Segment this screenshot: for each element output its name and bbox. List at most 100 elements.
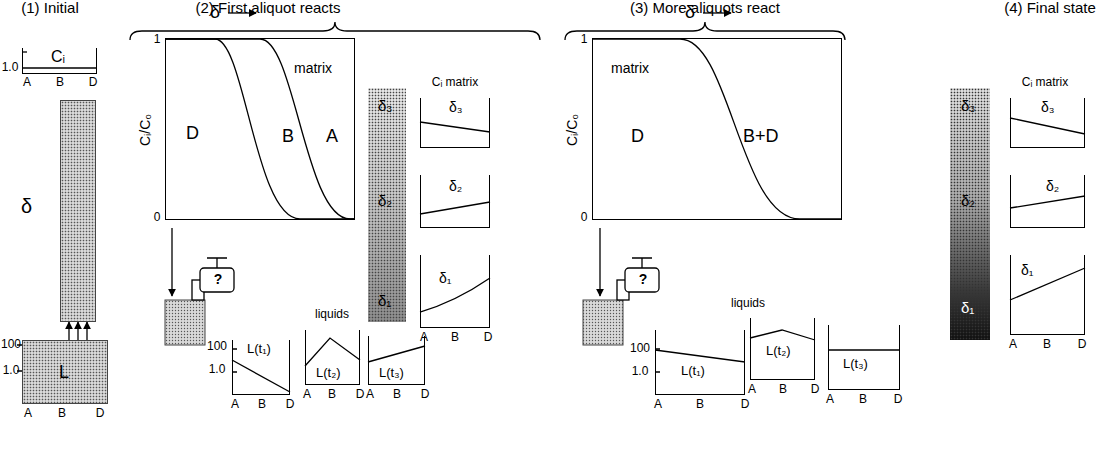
axis-label: B bbox=[258, 398, 266, 410]
axis-label: 1 bbox=[154, 33, 161, 45]
axis-label: D bbox=[89, 76, 98, 88]
axis-label: 1.0 bbox=[632, 365, 649, 377]
node-text: B+D bbox=[743, 127, 779, 145]
axis-label: A bbox=[748, 383, 756, 395]
axis-label: B bbox=[451, 331, 459, 343]
axis-label: B bbox=[696, 398, 704, 410]
axis-label: 100 bbox=[630, 342, 650, 354]
axis-title: Cᵢ/C₀ bbox=[565, 114, 579, 146]
node-text: δ₃ bbox=[378, 98, 392, 113]
axis-label: liquids bbox=[731, 297, 765, 309]
data-line bbox=[1010, 118, 1085, 134]
axis-title: Cᵢ/C₀ bbox=[138, 114, 152, 146]
liquid-plot: L(t₃) bbox=[368, 336, 425, 385]
axis-label: B bbox=[859, 393, 867, 405]
node-text: matrix bbox=[611, 61, 649, 75]
liquid-plot: L(t₃) bbox=[828, 325, 900, 390]
axis-label: A bbox=[23, 76, 31, 88]
data-line bbox=[305, 338, 360, 366]
data-line bbox=[420, 202, 490, 214]
node-text: matrix bbox=[294, 61, 332, 75]
data-line bbox=[368, 346, 425, 362]
axis-label: D bbox=[356, 388, 365, 400]
axis-label: B bbox=[58, 407, 66, 419]
axis-label: 100 bbox=[207, 340, 227, 352]
liquid-plot: L(t₂) bbox=[750, 318, 815, 380]
plot-box: δ₁ bbox=[1010, 255, 1085, 335]
node-text: D bbox=[186, 124, 199, 142]
concentration-curve bbox=[165, 39, 355, 219]
node-text: D bbox=[631, 127, 644, 145]
axis-label: B bbox=[393, 388, 401, 400]
axis-label: D bbox=[96, 407, 105, 419]
arrow-connector bbox=[86, 322, 87, 340]
liquid-plot: L(t₁) bbox=[232, 340, 290, 395]
matrix-column: δ₃δ₂δ₁ bbox=[368, 88, 406, 322]
axis-label: 1.0 bbox=[2, 61, 19, 73]
delta-symbol: δ bbox=[210, 3, 220, 21]
tap-handle bbox=[632, 258, 652, 268]
plot-box: Cᵢ bbox=[22, 48, 97, 74]
axis-label: A bbox=[303, 388, 311, 400]
delta-symbol: δ bbox=[685, 3, 695, 21]
axis-label: D bbox=[894, 393, 903, 405]
tap-mark: ? bbox=[639, 272, 648, 286]
node-text: L(t₂) bbox=[766, 344, 791, 357]
profile-plot: DBAmatrix bbox=[165, 38, 355, 220]
node-text: δ₁ bbox=[961, 300, 974, 315]
panel-heading: (1) Initial bbox=[21, 0, 79, 15]
axis-label: D bbox=[741, 398, 750, 410]
plot-box: δ₁ bbox=[420, 255, 490, 328]
node-text: L(t₃) bbox=[843, 357, 868, 370]
axis-label: 0 bbox=[154, 211, 161, 223]
node-text: δ₂ bbox=[961, 193, 975, 208]
node-text: δ₃ bbox=[961, 98, 975, 113]
axis-label: D bbox=[421, 388, 430, 400]
down-arrow bbox=[171, 228, 172, 296]
axis-label: liquids bbox=[315, 308, 349, 320]
axis-label: A bbox=[826, 393, 834, 405]
axis-label: A bbox=[24, 407, 32, 419]
axis-label: A bbox=[420, 331, 428, 343]
axis-label: 1 bbox=[581, 33, 588, 45]
down-arrow bbox=[599, 228, 600, 296]
plot-box: δ₃ bbox=[1010, 98, 1085, 148]
concentration-curve bbox=[165, 39, 355, 219]
node-text: A bbox=[326, 127, 338, 145]
axis-label: Cᵢ matrix bbox=[432, 76, 479, 88]
node-text: δ₃ bbox=[1041, 100, 1055, 114]
panel-heading: (4) Final state bbox=[1004, 0, 1096, 15]
plot-box: δ₃ bbox=[420, 98, 490, 148]
plot-box: δ₂ bbox=[1010, 175, 1085, 228]
data-line bbox=[420, 278, 490, 312]
node-text: L(t₁) bbox=[247, 342, 271, 355]
data-line bbox=[1010, 196, 1085, 208]
liquid-plot: L(t₁) bbox=[655, 330, 745, 395]
liquid-plot: L(t₂) bbox=[305, 330, 360, 385]
tap-body bbox=[200, 268, 234, 292]
node-text: Cᵢ bbox=[51, 49, 65, 65]
node-text: δ bbox=[21, 196, 32, 216]
data-line bbox=[828, 349, 900, 350]
node-text: L bbox=[59, 363, 69, 381]
data-line bbox=[655, 350, 745, 362]
profile-plot: matrixD B+D bbox=[592, 38, 842, 220]
beaker bbox=[583, 300, 623, 345]
node-text: δ₁ bbox=[439, 271, 452, 285]
axis-label: 1.0 bbox=[3, 364, 20, 376]
data-line bbox=[22, 67, 97, 68]
data-line bbox=[420, 122, 490, 132]
axis-label: A bbox=[231, 398, 239, 410]
axis-label: 0 bbox=[581, 211, 588, 223]
panel-heading: (3) More aliquots react bbox=[630, 0, 780, 15]
axis-label: D bbox=[1078, 338, 1087, 350]
concentration-curve bbox=[592, 39, 842, 219]
arrow-connector bbox=[68, 322, 69, 340]
plot-box: δ₂ bbox=[420, 175, 490, 228]
node-text: L(t₂) bbox=[316, 366, 341, 379]
node-text: δ₂ bbox=[449, 179, 462, 193]
node-text: δ₂ bbox=[1046, 179, 1059, 193]
